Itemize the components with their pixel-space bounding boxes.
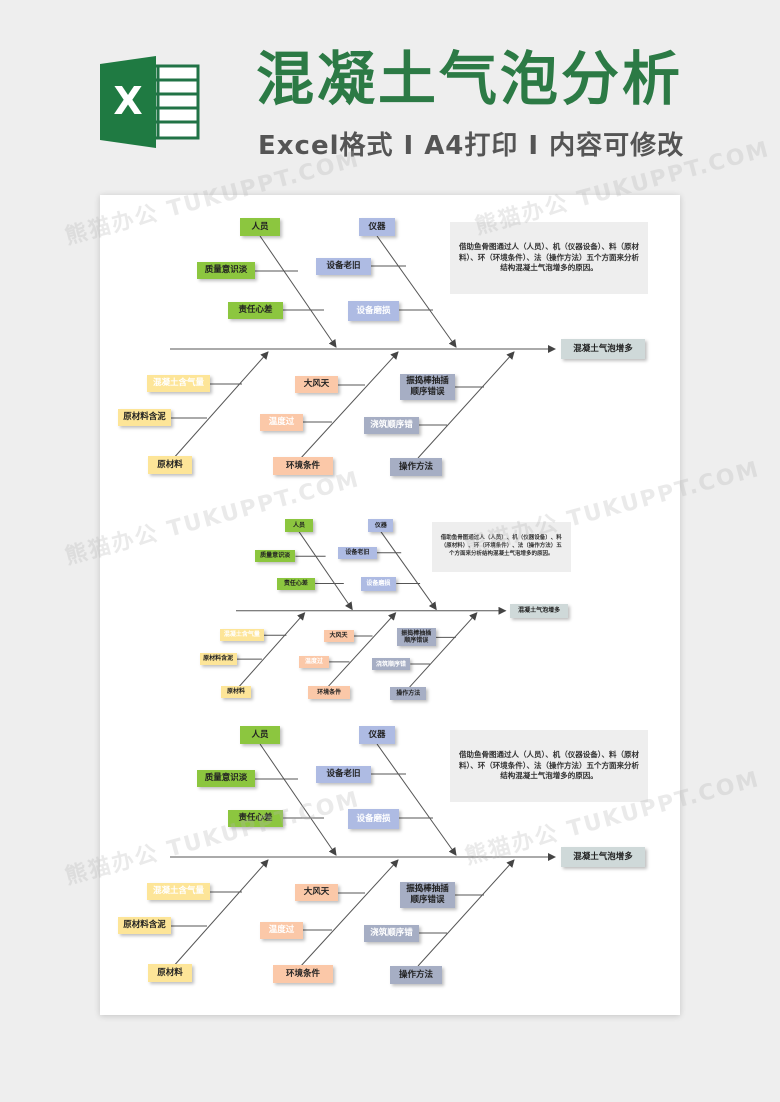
bone-method [417, 351, 515, 459]
category-method: 操作方法 [390, 458, 442, 476]
subtitle-separator: I [528, 131, 540, 161]
cause-material-mud: 原材料含泥 [118, 409, 171, 426]
category-material: 原材料 [148, 964, 192, 982]
cause-quality-awareness: 质量意识淡 [197, 262, 255, 279]
excel-icon-letter: X [113, 79, 142, 123]
cause-concrete-air: 混凝土含气量 [147, 375, 210, 392]
cause-strong-wind: 大风天 [323, 629, 354, 642]
cause-temperature-high: 温度过 [260, 922, 303, 939]
cause-equipment-worn: 设备磨损 [348, 809, 399, 829]
cause-temperature-high: 温度过 [260, 414, 303, 431]
cause-vibrator-order: 振捣棒抽插 顺序错误 [397, 628, 436, 647]
category-material: 原材料 [148, 456, 192, 474]
fishbone-diagram: 人员 仪器质量意识淡 设备老旧责任心差 设备磨损混凝土气泡增多混凝土含气量 大风天 振捣棒… [100, 503, 680, 710]
fishbone-lines [170, 235, 556, 461]
category-machine: 仪器 [359, 218, 395, 236]
page-subtitle: Excel格式 I A4打印 I 内容可修改 [258, 125, 684, 162]
cause-vibrator-order: 振捣棒抽插 顺序错误 [400, 882, 455, 908]
cause-concrete-air: 混凝土含气量 [147, 883, 210, 900]
cause-strong-wind: 大风天 [295, 884, 338, 901]
document-page: 人员仪器质量意识淡设备老旧责任心差设备磨损混凝土气泡增多混凝土含气量大风天振捣棒… [100, 195, 680, 1015]
category-environment: 环境条件 [273, 965, 333, 983]
category-environment: 环境条件 [273, 457, 333, 475]
page-title: 混凝土气泡分析 [256, 45, 684, 113]
cause-concrete-air: 混凝土含气量 [219, 629, 264, 641]
category-method: 操作方法 [390, 966, 442, 984]
cause-material-mud: 原材料含泥 [118, 917, 171, 934]
category-machine: 仪器 [359, 726, 395, 744]
cause-equipment-old: 设备老旧 [316, 258, 371, 275]
subtitle-editable: 内容可修改 [549, 131, 685, 161]
effect-box: 混凝土气泡增多 [561, 847, 645, 867]
subtitle-format: Excel格式 [258, 131, 394, 161]
subtitle-print: A4打印 [424, 131, 519, 161]
category-person: 人员 [240, 726, 280, 744]
cause-strong-wind: 大风天 [295, 376, 338, 393]
subtitle-separator: I [403, 131, 415, 161]
cause-temperature-high: 温度过 [299, 656, 330, 669]
cause-quality-awareness: 质量意识淡 [254, 549, 296, 562]
header: X 混凝土气泡分析 Excel格式 I A4打印 I 内容可修改 [0, 0, 780, 190]
cause-equipment-old: 设备老旧 [316, 766, 371, 783]
bone-method [409, 612, 478, 688]
cause-material-mud: 原材料含泥 [199, 652, 237, 665]
cause-vibrator-order: 振捣棒抽插 顺序错误 [400, 374, 455, 400]
bone-machine [376, 235, 457, 348]
cause-quality-awareness: 质量意识淡 [197, 770, 255, 787]
cause-pour-order: 浇筑顺序错 [364, 925, 419, 942]
bone-machine [376, 743, 457, 856]
cause-responsibility: 责任心差 [228, 810, 283, 827]
cause-pour-order: 浇筑顺序错 [364, 417, 419, 434]
effect-box: 混凝土气泡增多 [561, 339, 645, 359]
bone-environment [299, 351, 399, 460]
bone-environment [299, 859, 399, 968]
fishbone-diagram: 人员 仪器质量意识淡 设备老旧责任心差 设备磨损混凝土气泡增多混凝土含气量 大风天 振捣棒… [100, 195, 680, 490]
fishbone-lines [170, 743, 556, 969]
category-method: 操作方法 [390, 687, 427, 700]
cause-equipment-worn: 设备磨损 [348, 301, 399, 321]
category-person: 人员 [285, 519, 313, 532]
category-machine: 仪器 [368, 519, 394, 532]
cause-responsibility: 责任心差 [276, 577, 316, 590]
category-material: 原材料 [220, 685, 252, 699]
category-environment: 环境条件 [308, 686, 351, 699]
description-note: 借助鱼骨图通过人（人员）、机（仪器设备）、料（原材料）、环（环境条件）、法（操作… [450, 222, 648, 294]
bone-machine [380, 531, 437, 611]
cause-responsibility: 责任心差 [228, 302, 283, 319]
effect-box: 混凝土气泡增多 [509, 603, 569, 618]
cause-equipment-old: 设备老旧 [338, 547, 377, 559]
bone-material [171, 859, 269, 969]
fishbone-diagram: 人员 仪器质量意识淡 设备老旧责任心差 设备磨损混凝土气泡增多混凝土含气量 大风天 振捣棒… [100, 703, 680, 998]
description-note: 借助鱼骨图通过人（人员）、机（仪器设备）、料（原材料）、环（环境条件）、法（操作… [450, 730, 648, 802]
cause-equipment-worn: 设备磨损 [360, 577, 397, 592]
bone-method [417, 859, 515, 967]
bone-person [298, 531, 353, 611]
cause-pour-order: 浇筑顺序错 [371, 658, 411, 671]
description-note: 借助鱼骨图通过人（人员）、机（仪器设备）、料（原材料）、环（环境条件）、法（操作… [432, 521, 571, 573]
fishbone-lines [236, 531, 507, 689]
bone-material [237, 612, 306, 689]
bone-person [259, 235, 337, 348]
bone-environment [326, 612, 397, 689]
category-person: 人员 [240, 218, 280, 236]
excel-icon: X [100, 56, 200, 148]
bone-person [259, 743, 337, 856]
bone-material [171, 351, 269, 461]
